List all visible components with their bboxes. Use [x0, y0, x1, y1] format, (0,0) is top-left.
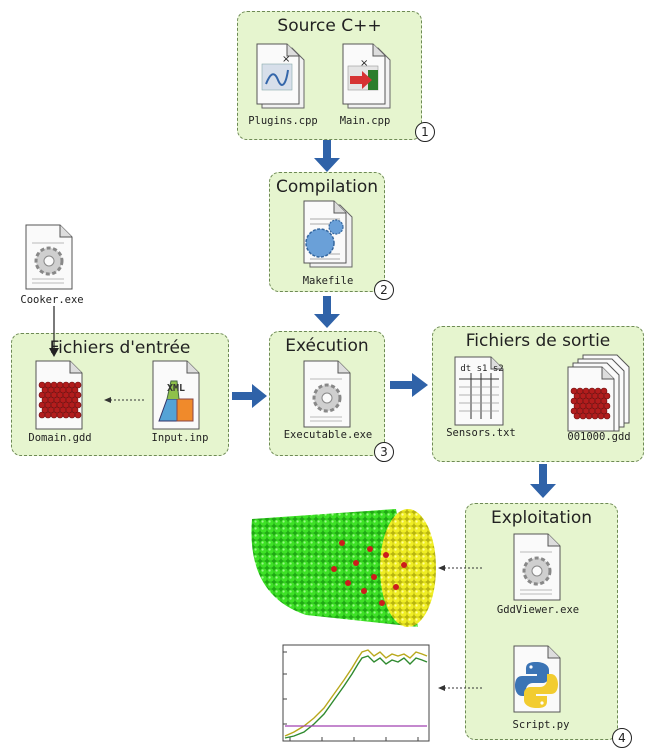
- file-label-input: Input.inp: [151, 432, 209, 444]
- cpp-file-icon: ×: [256, 43, 305, 109]
- dotted-arrow-icon: [438, 565, 482, 571]
- panel-title: Exécution: [285, 336, 369, 356]
- step-number: 2: [374, 280, 394, 300]
- file-label-makefile: Makefile: [302, 275, 354, 287]
- panel-source-cpp: Source C++ × Plugins.cpp × Main.cpp 1: [237, 11, 435, 142]
- panel-title: Exploitation: [490, 508, 593, 528]
- arrow-outputs-to-exploitation: [530, 464, 556, 498]
- python-file-icon: [513, 645, 561, 713]
- xml-file-icon: XML: [152, 360, 200, 430]
- panel-title: Compilation: [275, 177, 379, 197]
- gdd-file-icon: [35, 360, 83, 430]
- panel-input-files: Fichiers d'entrée Domain.gdd XML: [11, 333, 229, 456]
- file-label-plugins: Plugins.cpp: [248, 115, 318, 127]
- file-label-executable: Executable.exe: [283, 429, 373, 441]
- arrow-down-icon: [49, 306, 59, 357]
- arrow-source-to-compilation: [314, 140, 340, 172]
- panel-compilation: Compilation Makefile 2: [269, 172, 394, 300]
- step-number: 1: [415, 122, 435, 142]
- txt-file-icon: [454, 356, 504, 426]
- panel-title: Source C++: [277, 16, 382, 36]
- sensor-header-text: dt s1 s2: [460, 364, 504, 374]
- dotted-arrow-icon: [438, 685, 482, 691]
- svg-text:XML: XML: [167, 383, 185, 394]
- svg-text:×: ×: [282, 54, 290, 65]
- file-label-sensors: Sensors.txt: [446, 427, 516, 439]
- panel-title: Fichiers de sortie: [465, 331, 611, 351]
- panel-output-files: Fichiers de sortie dt s1 s2 Sensors.txt: [432, 326, 644, 462]
- panel-execution: Exécution Executable.exe 3: [269, 331, 394, 462]
- panel-exploitation: Exploitation GddViewer.exe Script.py: [465, 503, 618, 740]
- result-plot-image: [282, 644, 430, 742]
- arrow-execution-to-outputs: [390, 373, 428, 397]
- dotted-arrow-icon: [104, 397, 144, 403]
- viewer-exe-icon: [513, 533, 561, 601]
- arrow-compilation-to-execution: [314, 296, 340, 328]
- exe-file-icon: [303, 360, 351, 428]
- svg-text:×: ×: [360, 58, 368, 69]
- file-label-001000: 001000.gdd: [567, 431, 631, 443]
- arrow-inputs-to-execution: [232, 384, 267, 408]
- file-label-cooker: Cooker.exe: [20, 294, 84, 306]
- main-cpp-file-icon: ×: [342, 43, 391, 109]
- step-number: 4: [612, 728, 632, 748]
- cooker-exe-icon: [25, 224, 73, 290]
- gdd-stack-icon: [567, 354, 630, 432]
- file-label-script: Script.py: [512, 719, 570, 731]
- makefile-icon: [303, 200, 353, 268]
- file-label-gddviewer: GddViewer.exe: [496, 604, 580, 616]
- file-label-main: Main.cpp: [339, 115, 391, 127]
- particle-cylinder-image: [251, 509, 436, 627]
- step-number: 3: [374, 442, 394, 462]
- panel-title: Fichiers d'entrée: [49, 338, 191, 358]
- file-label-domain: Domain.gdd: [28, 432, 92, 444]
